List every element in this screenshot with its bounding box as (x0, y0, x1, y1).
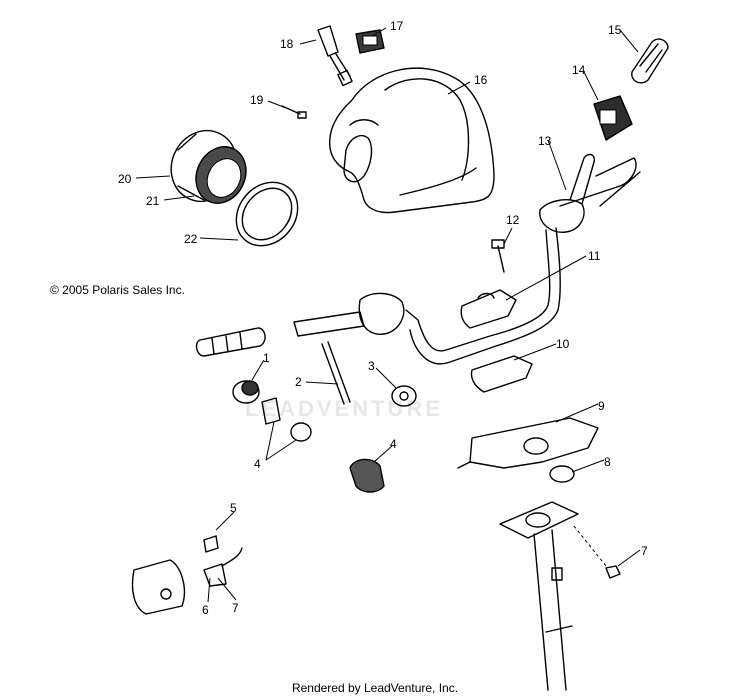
part-4-bracket (261, 397, 312, 442)
callout-15: 14 (572, 63, 586, 77)
callout-19: 18 (280, 37, 294, 51)
part-3-grommet (391, 385, 417, 407)
callout-11: 10 (556, 337, 570, 351)
rendered-by-footer: Rendered by LeadVenture, Inc. (291, 681, 459, 695)
callout-17: 16 (474, 73, 488, 87)
callout-4-left: 4 (254, 457, 261, 471)
part-6-7-sensor (131, 547, 243, 615)
part-23-seal-ring (235, 181, 299, 247)
callout-22: 21 (146, 194, 160, 208)
part-19-connector (317, 25, 353, 87)
part-2-rod (321, 341, 351, 405)
part-17-headlight-pod (329, 67, 495, 214)
callout-3: 3 (368, 359, 375, 373)
callout-1: 1 (263, 351, 270, 365)
callout-23: 22 (184, 232, 198, 246)
part-1-bushing (232, 380, 260, 404)
callout-10: 9 (598, 399, 605, 413)
callout-16: 15 (608, 23, 622, 37)
callout-6: 6 (202, 603, 209, 617)
callout-2: 2 (295, 375, 302, 389)
part-11-lower-clamp (470, 355, 533, 393)
part-5-bolt (203, 535, 219, 553)
callout-18: 17 (390, 19, 404, 33)
part-16-right-grip (631, 38, 669, 84)
callout-12: 11 (588, 249, 601, 263)
callout-21: 20 (118, 172, 132, 186)
callout-14: 13 (538, 134, 552, 148)
callout-13: 12 (506, 213, 520, 227)
callout-20: 19 (250, 93, 264, 107)
part-9-bushing (549, 465, 575, 483)
callout-5: 5 (230, 501, 237, 515)
callout-labels: 18 17 19 16 20 21 22 15 14 13 12 11 10 9… (118, 19, 648, 617)
part-18-switch (355, 29, 385, 54)
callout-8: 7 (641, 544, 648, 558)
leader-lines (135, 27, 641, 603)
callout-9: 8 (604, 455, 611, 469)
part-12-upper-clamp (460, 289, 517, 329)
part-14-lever-assembly (539, 153, 641, 233)
part-15-throttle-housing (593, 95, 633, 141)
part-8-nut (605, 565, 621, 579)
left-grip (195, 327, 266, 357)
part-4-switch (349, 458, 385, 493)
callout-4-right: 4 (390, 437, 397, 451)
part-21-22-gauge (170, 129, 247, 204)
callout-7: 7 (232, 601, 239, 615)
part-10-mount-plate (457, 417, 599, 469)
copyright-notice: © 2005 Polaris Sales Inc. (50, 283, 185, 297)
steering-post (499, 501, 579, 691)
handlebar (293, 227, 561, 365)
part-13-bolt (491, 239, 505, 273)
